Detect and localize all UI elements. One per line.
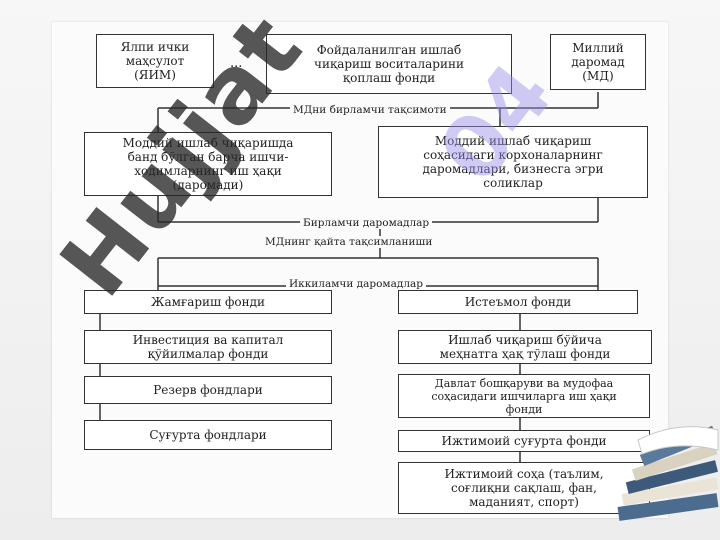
primary-distribution-label: МДни бирламчи тақсимоти [290, 104, 450, 116]
gdp-box: Ялпи ички маҳсулот (ЯИМ) [96, 34, 214, 88]
redistribution-label: МДнинг қайта тақсимланиши [262, 236, 436, 248]
state-defense-box: Давлат бошқаруви ва мудофаа соҳасидаги и… [398, 374, 650, 418]
ellipsis-text: ... [230, 56, 243, 71]
depreciation-fund-box: Фойдаланилган ишлаб чиқариш воситаларини… [266, 34, 512, 94]
primary-income-label: Бирламчи даромадлар [300, 217, 433, 229]
books-decoration-icon [617, 425, 719, 521]
enterprise-income-box: Моддий ишлаб чиқариш соҳасидаги корхонал… [378, 126, 648, 198]
wages-material-box: Моддий ишлаб чиқаришда банд бўлган барча… [84, 132, 332, 196]
insurance-funds-box: Суғурта фондлари [84, 420, 332, 450]
investment-fund-box: Инвестиция ва капитал қўйилмалар фонди [84, 330, 332, 364]
national-income-box: Миллий даромад (МД) [550, 34, 646, 90]
consumption-fund-box: Истеъмол фонди [398, 290, 638, 314]
social-insurance-box: Ижтимоий суғурта фонди [398, 430, 650, 452]
reserve-funds-box: Резерв фондлари [84, 376, 332, 404]
social-sphere-box: Ижтимоий соҳа (таълим, соғлиқни сақлаш, … [398, 462, 650, 514]
accumulation-fund-box: Жамғариш фонди [84, 290, 332, 314]
secondary-income-label: Иккиламчи даромадлар [286, 278, 426, 290]
labor-pay-fund-box: Ишлаб чиқариш бўйича меҳнатга ҳақ тўлаш … [398, 330, 652, 364]
